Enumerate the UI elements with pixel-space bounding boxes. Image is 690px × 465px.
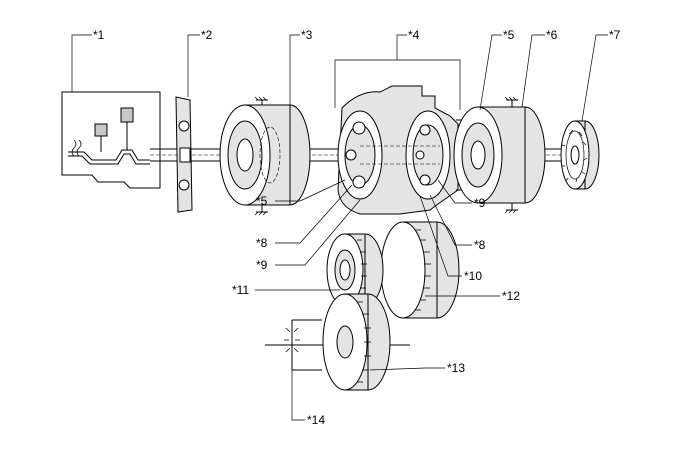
callout-sun-left: *9 — [256, 258, 268, 272]
callout-mg2: *6 — [546, 28, 558, 42]
callout-mg1: *3 — [301, 28, 313, 42]
callout-differential: *13 — [447, 361, 465, 375]
damper-flywheel — [175, 96, 193, 213]
callout-axle: *14 — [307, 413, 325, 427]
planetary-gear-units — [337, 85, 468, 215]
motor-generator-1 — [219, 96, 311, 216]
callout-ring-left: *5 — [256, 194, 268, 208]
leader-lines — [71, 34, 608, 421]
callout-planetary: *4 — [408, 28, 420, 42]
engine-diagram — [61, 91, 161, 189]
callout-carrier-left: *8 — [256, 236, 268, 250]
differential-axle — [265, 293, 410, 391]
motor-generator-2 — [453, 96, 546, 214]
callout-engine: *1 — [93, 28, 105, 42]
callout-ring-right: *5 — [503, 28, 515, 42]
callout-damper: *2 — [201, 28, 213, 42]
callout-oil-pump: *7 — [609, 28, 621, 42]
callout-sun-right: *9 — [474, 196, 486, 210]
callout-carrier-right: *8 — [474, 238, 486, 252]
counter-gears — [326, 221, 460, 319]
oil-pump — [560, 120, 600, 190]
callout-final-drive: *12 — [502, 289, 520, 303]
callout-labels: *1 *2 *3 *4 *5 *6 *7 *5 *8 *9 *9 *8 *10 … — [93, 28, 621, 427]
callout-counter-driven: *11 — [232, 283, 249, 297]
callout-counter-drive: *10 — [464, 269, 482, 283]
